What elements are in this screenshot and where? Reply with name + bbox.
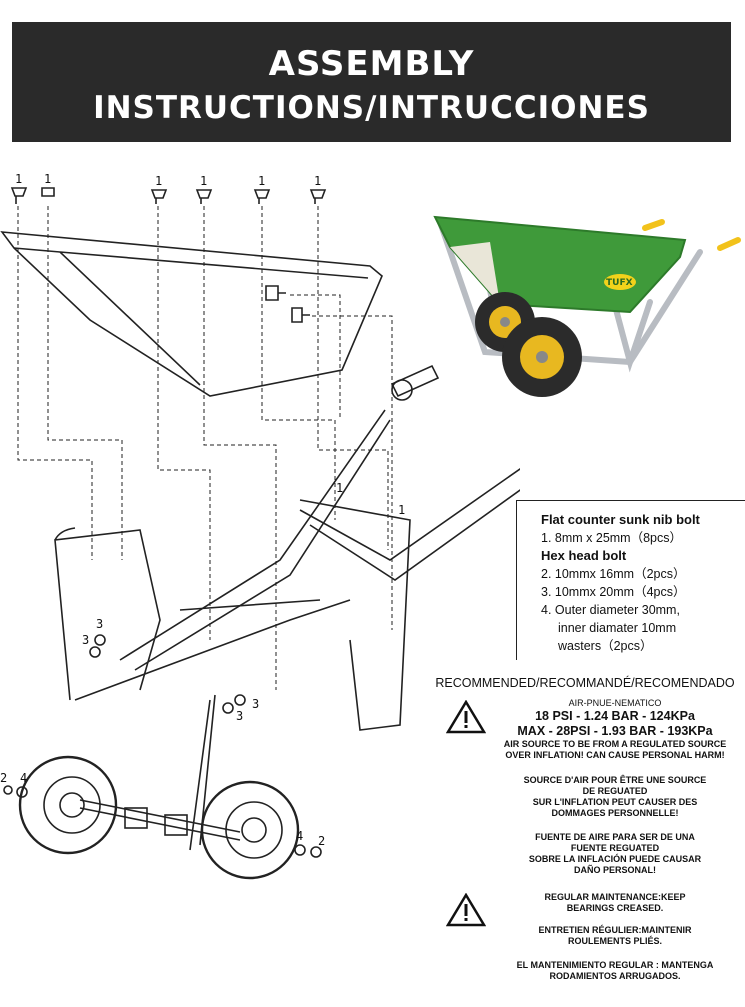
maintenance-en: REGULAR MAINTENANCE:KEEP BEARINGS CREASE… <box>484 892 745 914</box>
inflation-warning-es: FUENTE DE AIRE PARA SER DE UNA FUENTE RE… <box>484 832 745 876</box>
exploded-assembly-diagram: 1 1 1 1 1 1 1 1 3 3 3 3 2 4 4 2 <box>0 172 520 880</box>
callout-1e: 1 <box>258 174 265 188</box>
warning-fr-1: SOURCE D'AIR POUR ÊTRE UNE SOURCE <box>523 775 707 785</box>
top-bolts <box>10 187 327 204</box>
axle-bracket-2 <box>164 814 188 836</box>
part-item-4-line-2: inner diamater 10mm <box>558 621 677 635</box>
handle-grip-left <box>642 219 665 231</box>
title-line-2: INSTRUCTIONS/INTRUCCIONES <box>93 90 650 126</box>
callout-3d: 3 <box>236 709 243 723</box>
pressure-18psi: 18 PSI - 1.24 BAR - 124KPa <box>535 709 695 723</box>
parts-list: Flat counter sunk nib bolt 1. 8mm x 25mm… <box>516 500 745 660</box>
callout-3c: 3 <box>252 697 259 711</box>
left-wheel <box>18 755 118 855</box>
part-item-4: 4. Outer diameter 30mm, <box>541 603 680 617</box>
part-item-1: 1. 8mm x 25mm（8pcs） <box>541 531 683 545</box>
callout-1a: 1 <box>15 172 22 186</box>
frame-left-rail <box>119 409 391 671</box>
air-label: AIR-PNUE-NEMATICO <box>568 698 662 708</box>
warning-fr-4: DOMMAGES PERSONNELLE! <box>551 808 679 818</box>
axle-bracket-1 <box>124 807 148 829</box>
maintenance-en-2: BEARINGS CREASED. <box>566 903 664 913</box>
tray-rim <box>13 247 369 386</box>
inflation-warning: AIR-PNUE-NEMATICO 18 PSI - 1.24 BAR - 12… <box>484 698 745 761</box>
warning-fr-2: DE REGUATED <box>582 786 648 796</box>
callout-1f: 1 <box>314 174 321 188</box>
warning-es-4: DAÑO PERSONAL! <box>573 865 656 875</box>
frame-front-hoop <box>54 527 161 701</box>
callout-4b: 4 <box>296 829 303 843</box>
frame-crossbar <box>74 599 351 701</box>
callout-2b: 2 <box>318 834 325 848</box>
maintenance-fr: ENTRETIEN RÉGULIER:MAINTENIR ROULEMENTS … <box>484 925 745 947</box>
callout-4a: 4 <box>20 771 27 785</box>
maintenance-es-1: EL MANTENIMIENTO REGULAR : MANTENGA <box>516 960 714 970</box>
warning-es-2: FUENTE REGUATED <box>570 843 660 853</box>
part-item-3: 3. 10mmx 20mm（4pcs） <box>541 585 686 599</box>
warning-en-2: OVER INFLATION! CAN CAUSE PERSONAL HARM! <box>505 750 725 760</box>
wheelbarrow-photo: TUFX <box>433 215 741 397</box>
brand-logo: TUFX <box>606 278 633 288</box>
title-banner: ASSEMBLY INSTRUCTIONS/INTRUCCIONES <box>12 22 731 142</box>
warning-es-3: SOBRE LA INFLACIÓN PUEDE CAUSAR <box>528 854 702 864</box>
frame-rear-hoop <box>299 499 411 731</box>
callout-1b: 1 <box>44 172 51 186</box>
warning-en-1: AIR SOURCE TO BE FROM A REGULATED SOURCE <box>503 739 727 749</box>
callout-2a: 2 <box>0 771 7 785</box>
hex-bolt-title: Hex head bolt <box>541 548 627 563</box>
recommended-title: RECOMMENDED/RECOMMANDÉ/RECOMENDADO <box>435 676 735 690</box>
grip-1 <box>390 364 440 398</box>
title-line-1: ASSEMBLY <box>268 44 475 84</box>
axle <box>79 799 241 841</box>
callout-1d: 1 <box>200 174 207 188</box>
part-item-2: 2. 10mmx 16mm（2pcs） <box>541 567 686 581</box>
callout-1g: 1 <box>336 481 343 495</box>
tray-outline <box>0 231 383 397</box>
maintenance-warning-icon <box>446 893 486 927</box>
maintenance-fr-2: ROULEMENTS PLIÉS. <box>567 936 662 946</box>
callout-3b: 3 <box>82 633 89 647</box>
handle-grip-right <box>717 237 741 251</box>
maintenance-es-2: RODAMIENTOS ARRUGADOS. <box>549 971 681 981</box>
warning-icon <box>446 700 486 734</box>
warning-fr-3: SUR L'INFLATION PEUT CAUSER DES <box>532 797 698 807</box>
photo-wheel-front <box>502 317 582 397</box>
maintenance-fr-1: ENTRETIEN RÉGULIER:MAINTENIR <box>538 925 692 935</box>
frame-right-rail <box>299 468 520 581</box>
part-item-4-line-3: wasters（2pcs） <box>558 639 653 653</box>
pressure-max: MAX - 28PSI - 1.93 BAR - 193KPa <box>517 724 713 738</box>
maintenance-en-1: REGULAR MAINTENANCE:KEEP <box>544 892 686 902</box>
flat-bolt-title: Flat counter sunk nib bolt <box>541 512 700 527</box>
callout-1h: 1 <box>398 503 405 517</box>
warning-es-1: FUENTE DE AIRE PARA SER DE UNA <box>535 832 695 842</box>
maintenance-es: EL MANTENIMIENTO REGULAR : MANTENGA RODA… <box>484 960 745 982</box>
right-wheel <box>200 780 300 880</box>
callout-3a: 3 <box>96 617 103 631</box>
inflation-warning-fr: SOURCE D'AIR POUR ÊTRE UNE SOURCE DE REG… <box>484 775 745 819</box>
callout-1c: 1 <box>155 174 162 188</box>
